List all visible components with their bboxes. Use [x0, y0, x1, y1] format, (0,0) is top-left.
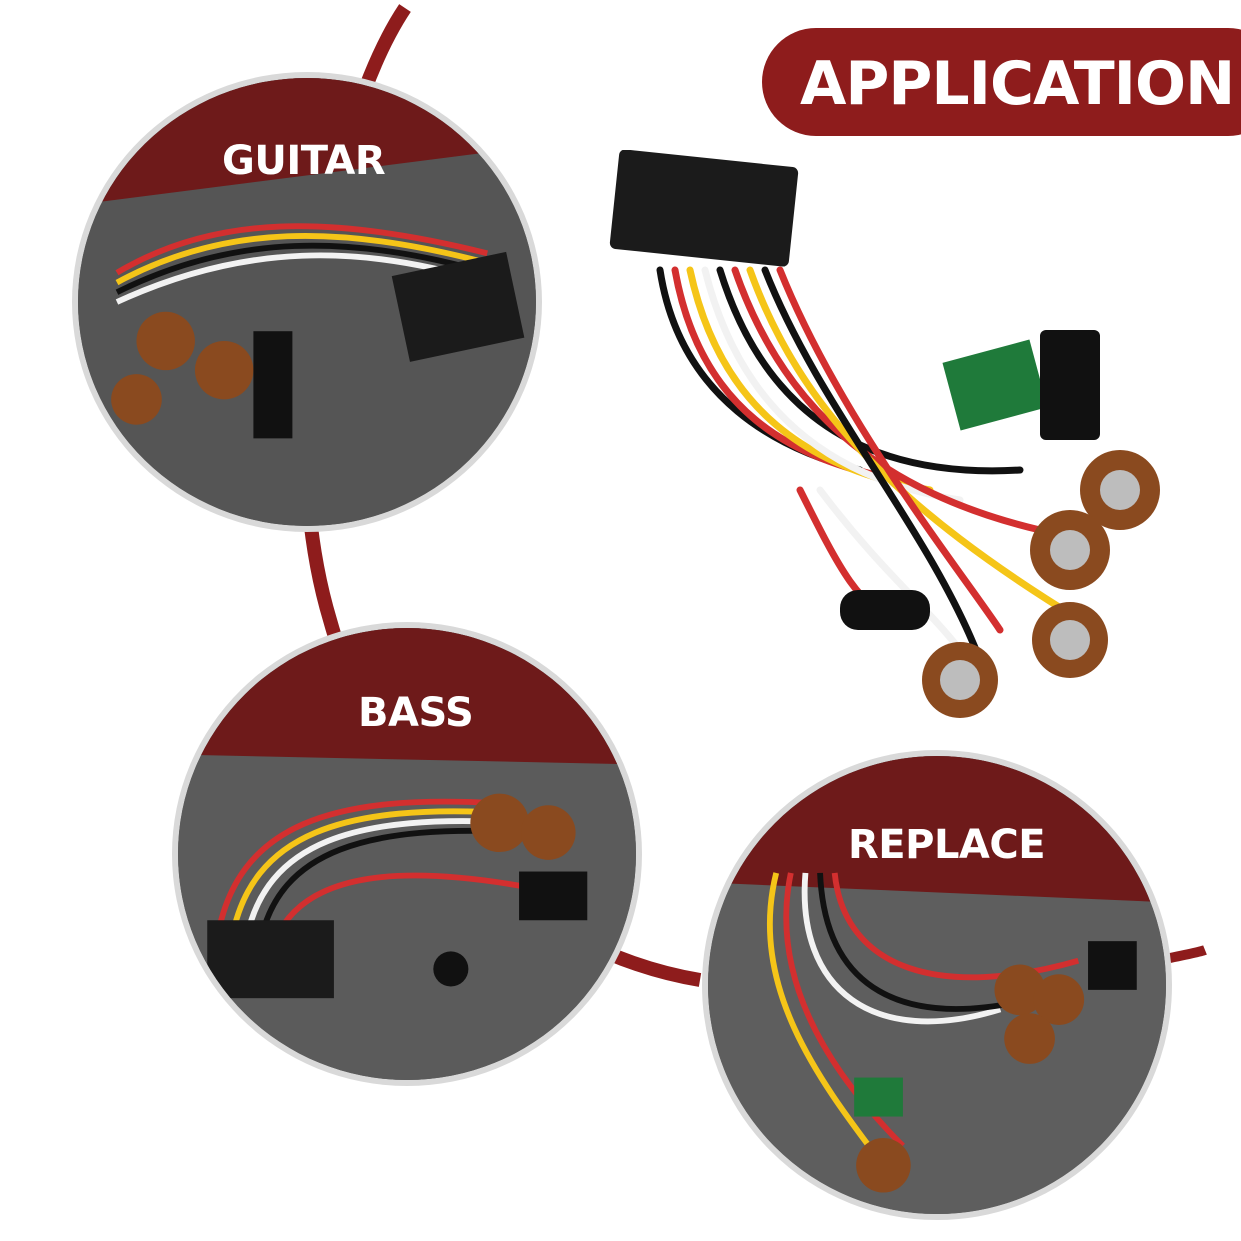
- replace-photo-circle: [702, 750, 1172, 1220]
- application-title: APPLICATION: [800, 49, 1235, 119]
- guitar-photo-circle: [72, 72, 542, 532]
- bass-label: BASS: [358, 690, 474, 736]
- replace-label: REPLACE: [848, 822, 1046, 868]
- wiring-harness-photo: [609, 150, 1160, 718]
- application-banner: [762, 28, 1241, 136]
- bass-photo-circle: [172, 622, 642, 1086]
- guitar-label: GUITAR: [222, 138, 386, 184]
